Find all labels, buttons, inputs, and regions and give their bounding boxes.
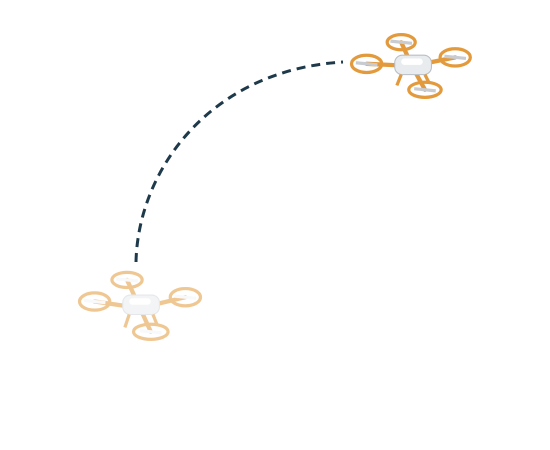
drone-end-icon [349,33,472,99]
drone-start-icon [77,270,203,341]
flight-path-dashed-arc [134,60,344,263]
